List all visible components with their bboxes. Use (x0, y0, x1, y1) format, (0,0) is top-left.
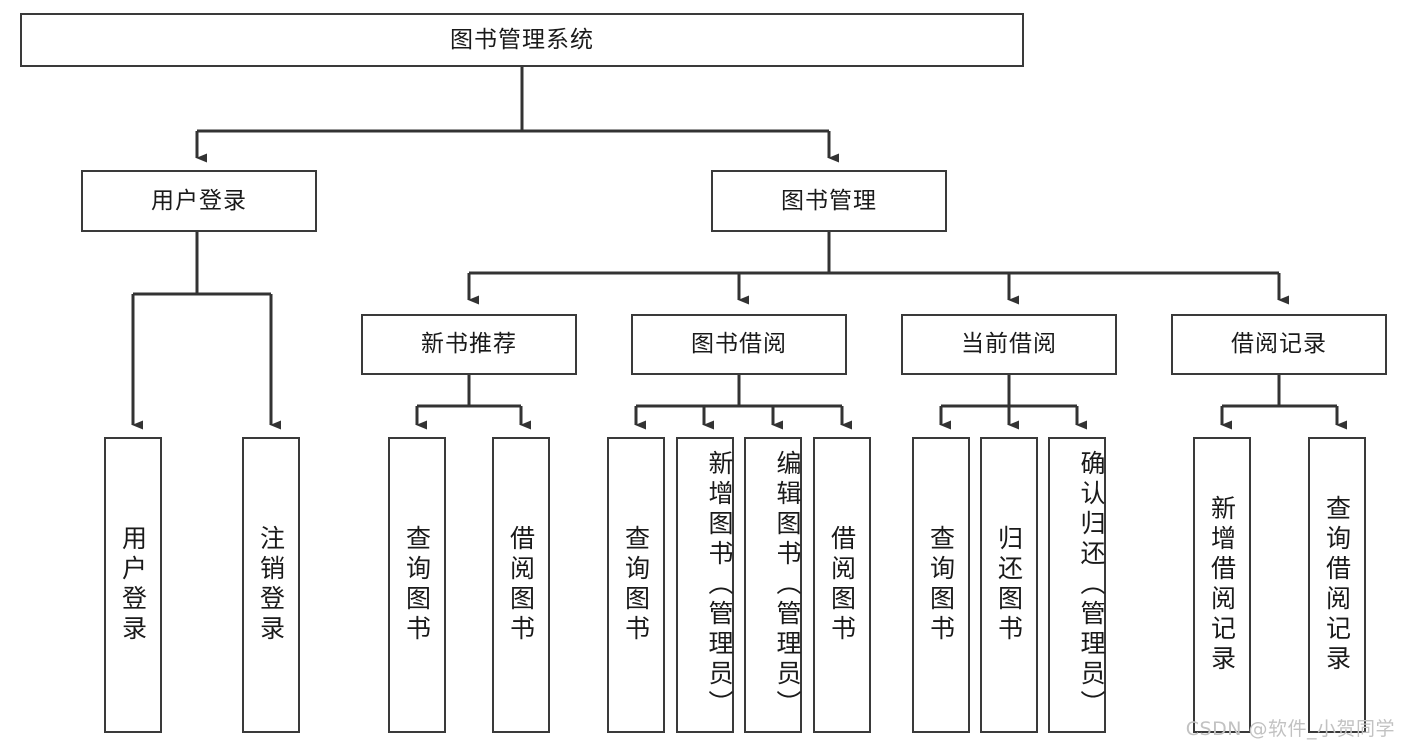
leaf-borrow-book-recommend[interactable]: 借阅图书 (492, 437, 550, 733)
node-label: 新书推荐 (421, 331, 517, 357)
node-label: 归还图书 (994, 525, 1024, 645)
node-label: 借阅记录 (1231, 331, 1327, 357)
node-label: 注销登录 (256, 525, 286, 645)
node-label: 图书管理系统 (450, 26, 594, 53)
node-book-borrow[interactable]: 图书借阅 (631, 314, 847, 375)
node-label: 借阅图书 (827, 525, 857, 645)
node-book-management[interactable]: 图书管理 (711, 170, 947, 232)
leaf-return-book[interactable]: 归还图书 (980, 437, 1038, 733)
node-label: 用户登录 (151, 187, 247, 214)
node-label: 新增图书（管理员） (705, 450, 734, 720)
leaf-confirm-return-admin[interactable]: 确认归还（管理员） (1048, 437, 1106, 733)
node-label: 图书借阅 (691, 331, 787, 357)
node-label: 当前借阅 (961, 331, 1057, 357)
leaf-query-book-current[interactable]: 查询图书 (912, 437, 970, 733)
node-label: 用户登录 (118, 525, 148, 645)
node-root-book-management-system[interactable]: 图书管理系统 (20, 13, 1024, 67)
leaf-edit-book-admin[interactable]: 编辑图书（管理员） (744, 437, 802, 733)
node-label: 图书管理 (781, 187, 877, 214)
node-label: 借阅图书 (506, 525, 536, 645)
node-label: 编辑图书（管理员） (773, 450, 802, 720)
leaf-query-book-borrow[interactable]: 查询图书 (607, 437, 665, 733)
node-current-borrow[interactable]: 当前借阅 (901, 314, 1117, 375)
node-label: 查询图书 (926, 525, 956, 645)
leaf-query-borrow-record[interactable]: 查询借阅记录 (1308, 437, 1366, 733)
node-label: 查询图书 (621, 525, 651, 645)
node-borrow-record[interactable]: 借阅记录 (1171, 314, 1387, 375)
leaf-borrow-book[interactable]: 借阅图书 (813, 437, 871, 733)
watermark-text: CSDN @软件_小贺同学 (1185, 718, 1395, 740)
node-label: 查询借阅记录 (1322, 495, 1352, 675)
leaf-add-book-admin[interactable]: 新增图书（管理员） (676, 437, 734, 733)
node-label: 确认归还（管理员） (1077, 450, 1106, 720)
node-new-book-recommend[interactable]: 新书推荐 (361, 314, 577, 375)
node-label: 查询图书 (402, 525, 432, 645)
leaf-logout-login[interactable]: 注销登录 (242, 437, 300, 733)
node-user-login[interactable]: 用户登录 (81, 170, 317, 232)
node-label: 新增借阅记录 (1207, 495, 1237, 675)
leaf-add-borrow-record[interactable]: 新增借阅记录 (1193, 437, 1251, 733)
leaf-user-login[interactable]: 用户登录 (104, 437, 162, 733)
leaf-query-book-recommend[interactable]: 查询图书 (388, 437, 446, 733)
